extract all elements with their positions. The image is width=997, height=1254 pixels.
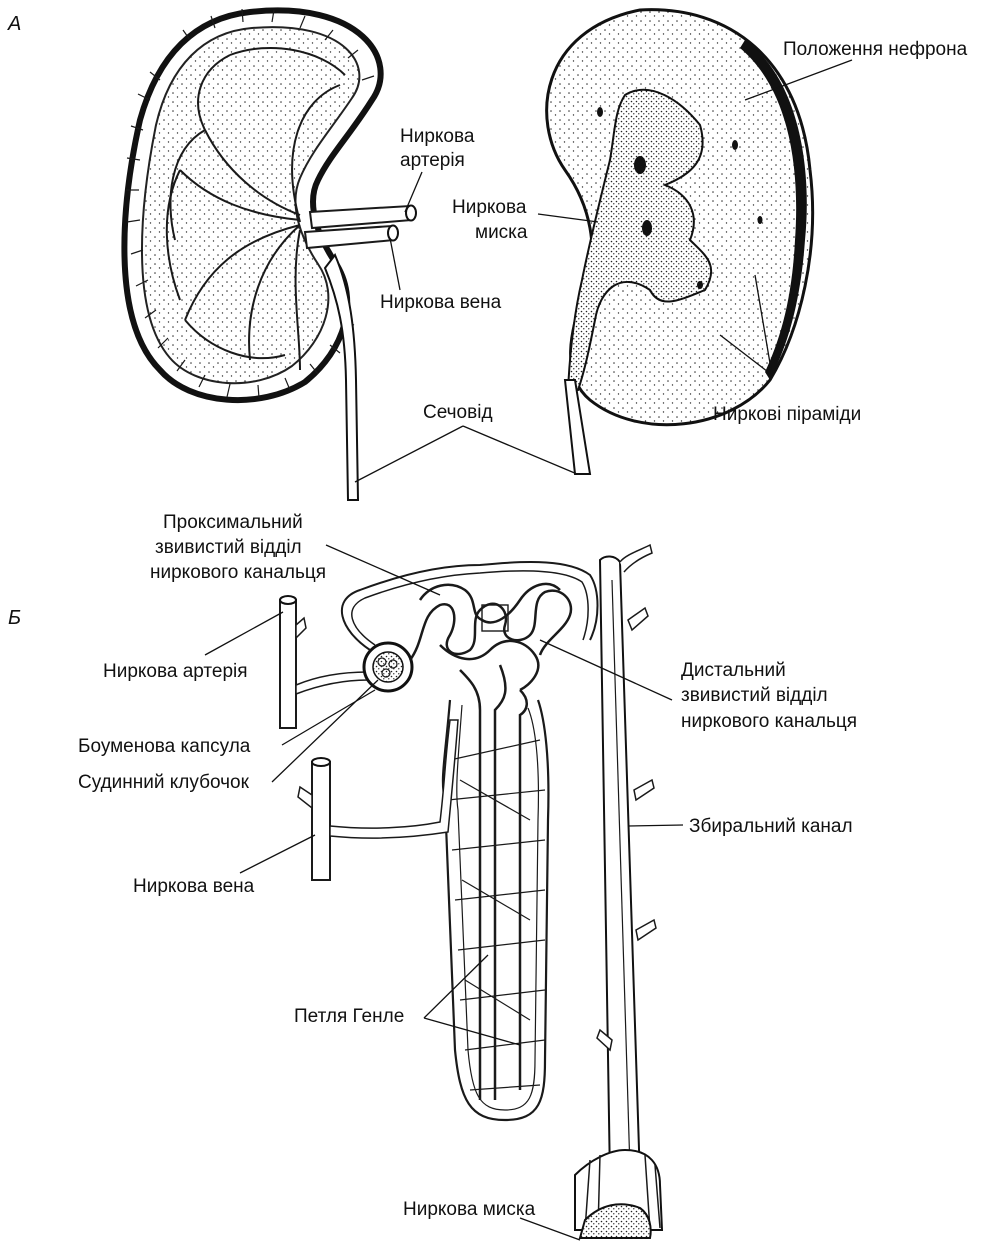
label-renal-artery-a-line2: артерія xyxy=(400,150,465,171)
label-distal-line2: звивистий відділ xyxy=(681,685,828,706)
label-renal-pelvis-a-line1: Ниркова xyxy=(452,197,527,218)
panel-label-b: Б xyxy=(8,607,21,629)
label-loop-of-henle: Петля Генле xyxy=(294,1006,404,1027)
label-renal-artery-b: Ниркова артерія xyxy=(103,661,248,682)
label-collecting-duct: Збиральний канал xyxy=(689,816,853,837)
label-distal-line3: ниркового канальця xyxy=(681,711,857,732)
label-renal-artery-a-line1: Ниркова xyxy=(400,126,475,147)
label-ureter: Сечовід xyxy=(423,402,493,423)
label-nephron-position: Положення нефрона xyxy=(783,39,968,60)
label-glomerulus: Судинний клубочок xyxy=(78,772,250,793)
label-renal-pelvis-b: Ниркова миска xyxy=(403,1199,536,1220)
label-bowman-capsule: Боуменова капсула xyxy=(78,736,251,757)
panel-label-a: А xyxy=(7,13,21,35)
label-renal-vein-a: Ниркова вена xyxy=(380,292,502,313)
label-renal-pelvis-a-line2: миска xyxy=(475,222,528,243)
label-proximal-line3: ниркового канальця xyxy=(150,562,326,583)
kidney-vascular-drawing xyxy=(124,9,416,500)
label-renal-pyramids: Ниркові піраміди xyxy=(713,404,861,425)
label-proximal-line1: Проксимальний xyxy=(163,512,303,533)
label-proximal-line2: звивистий відділ xyxy=(155,537,302,558)
label-distal-line1: Дистальний xyxy=(681,660,786,681)
nephron-drawing xyxy=(280,545,662,1238)
label-renal-vein-b: Ниркова вена xyxy=(133,876,255,897)
